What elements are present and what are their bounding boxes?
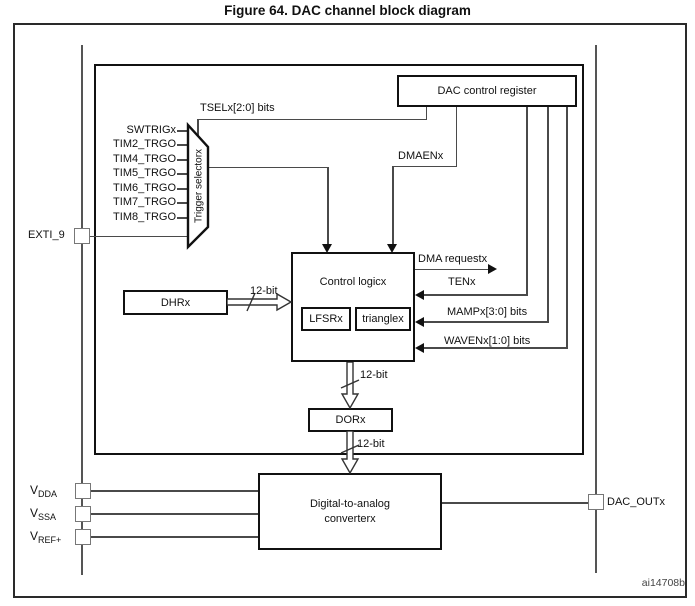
mux-input-stub — [177, 188, 188, 190]
vref-pin — [75, 529, 91, 545]
mux-input-stub — [177, 173, 188, 175]
vref-label: VREF+ — [30, 529, 62, 545]
trigger-output-line-v — [327, 166, 329, 246]
trigger-input-tim7: TIM7_TRGO — [113, 196, 176, 208]
dma-request-label: DMA requestx — [418, 253, 488, 265]
dac-converter-label-line1: Digital-to-analog — [309, 498, 391, 511]
tsel-bits-label: TSELx[2:0] bits — [200, 102, 275, 114]
mux-input-stub — [177, 144, 188, 146]
dmaen-label: DMAENx — [398, 150, 444, 162]
trigger-input-tim4: TIM4_TRGO — [113, 153, 176, 165]
vssa-label: VSSA — [30, 506, 57, 522]
dac-converter-block: Digital-to-analog converterx — [258, 473, 442, 550]
vref-line — [89, 536, 259, 538]
waven-line-v — [566, 107, 568, 349]
ten-arrowhead — [415, 290, 424, 300]
trigger-input-tim6: TIM6_TRGO — [113, 182, 176, 194]
dor-label: DORx — [335, 414, 366, 426]
trigger-input-tim2: TIM2_TRGO — [113, 138, 176, 150]
dor-bus-width-label: 12-bit — [360, 369, 388, 381]
mux-input-stub — [177, 202, 188, 204]
ten-line-v — [526, 107, 528, 296]
tsel-stub-to-mux — [197, 118, 199, 140]
dmaen-arrowhead — [387, 244, 397, 253]
trigger-input-tim5: TIM5_TRGO — [113, 167, 176, 179]
mamp-arrowhead — [415, 317, 424, 327]
out-bus-width-label: 12-bit — [357, 438, 385, 450]
trigger-arrowhead — [322, 244, 332, 253]
dhr-bus-arrow — [227, 292, 293, 312]
dmaen-line-v1 — [455, 107, 457, 167]
dac-out-label: DAC_OUTx — [607, 496, 666, 508]
dor-to-converter-bus-arrow — [340, 431, 360, 474]
dor-block: DORx — [308, 408, 393, 432]
dma-request-arrowhead — [488, 264, 497, 274]
dmaen-line-v2 — [392, 165, 394, 246]
dac-out-pin — [588, 494, 604, 510]
figure-frame — [13, 23, 687, 598]
mux-input-stub — [177, 159, 188, 161]
triangle-label: trianglex — [362, 313, 404, 325]
tsel-line-h — [197, 118, 427, 120]
dma-request-line — [414, 268, 489, 270]
exti-pin — [74, 228, 90, 244]
triangle-block: trianglex — [355, 307, 411, 331]
vssa-pin — [75, 506, 91, 522]
chip-boundary-left-line — [81, 45, 83, 575]
mamp-bits-label: MAMPx[3:0] bits — [447, 306, 528, 318]
exti-line — [88, 235, 189, 237]
dhr-block: DHRx — [123, 290, 228, 315]
mamp-line-h — [419, 321, 549, 323]
control-logic-label: Control logicx — [319, 276, 387, 288]
waven-arrowhead — [415, 343, 424, 353]
control-to-dor-bus-arrow — [340, 362, 360, 409]
mux-input-stub — [177, 217, 188, 219]
trigger-selector-mux — [186, 122, 210, 250]
vdda-pin — [75, 483, 91, 499]
dmaen-line-h — [392, 165, 457, 167]
trigger-input-swtrig: SWTRIGx — [126, 124, 177, 136]
figure-title: Figure 64. DAC channel block diagram — [224, 3, 471, 18]
mux-input-stub — [177, 130, 188, 132]
dac-converter-label-line2: converterx — [324, 512, 376, 525]
control-logic-block: Control logicx LFSRx trianglex — [291, 252, 415, 362]
mamp-line-v — [547, 107, 549, 323]
vssa-line — [89, 513, 259, 515]
dhr-bus-width-label: 12-bit — [250, 285, 278, 297]
chip-boundary-right-line — [595, 45, 597, 573]
waven-line-h — [419, 347, 568, 349]
figure-credit: ai14708b — [641, 577, 685, 589]
trigger-input-tim8: TIM8_TRGO — [113, 211, 176, 223]
tsel-stub-to-register — [425, 107, 427, 120]
lfsr-block: LFSRx — [301, 307, 351, 331]
trigger-selector-label: Trigger selectorx — [193, 148, 205, 224]
dac-control-register-label: DAC control register — [437, 85, 537, 97]
vdda-label: VDDA — [30, 483, 58, 499]
ten-label: TENx — [448, 276, 476, 288]
dac-out-line — [441, 502, 589, 504]
exti-label: EXTI_9 — [28, 229, 65, 241]
dac-control-register-block: DAC control register — [397, 75, 577, 107]
ten-line-h — [419, 294, 528, 296]
vdda-line — [89, 490, 259, 492]
lfsr-label: LFSRx — [309, 313, 343, 325]
dhr-label: DHRx — [160, 296, 191, 309]
waven-bits-label: WAVENx[1:0] bits — [444, 335, 531, 347]
trigger-output-line-h — [208, 166, 328, 168]
